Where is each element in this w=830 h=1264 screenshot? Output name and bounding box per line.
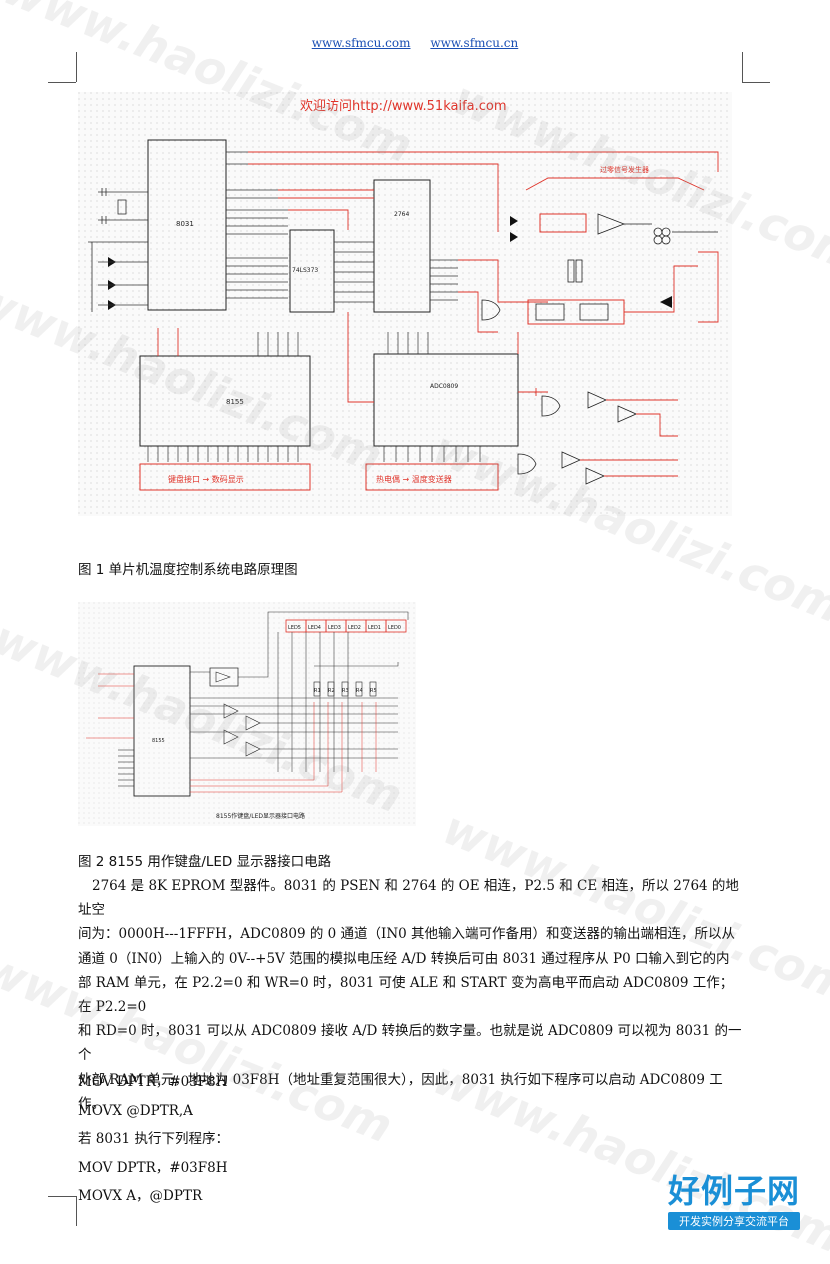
body-line: 间为：0000H---1FFFH，ADC0809 的 0 通道（IN0 其他输入…	[78, 926, 736, 943]
led-box-0	[385, 619, 407, 633]
code-line-5: MOVX A，@DPTR	[78, 1188, 203, 1205]
chip-adc0809-label: ADC0809	[430, 383, 458, 390]
chip-8031	[147, 139, 227, 311]
logo-subtitle: 开发实例分享交流平台	[667, 1212, 800, 1230]
resistor-label-5: R5	[370, 688, 377, 694]
keyboard-display-label: 键盘接口 → 数码显示	[168, 474, 244, 484]
code-line-2: MOVX @DPTR,A	[78, 1102, 193, 1119]
chip-74ls373	[289, 229, 335, 313]
chip-8155-label: 8155	[226, 398, 244, 406]
led-label-3: LED3	[328, 625, 341, 631]
site-logo[interactable]: 好例子网 开发实例分享交流平台	[667, 1166, 800, 1230]
led-label-1: LED1	[368, 625, 381, 631]
figure-2-circuit: LED5 LED4 LED3 LED2 LED1 LED0 8155	[78, 602, 416, 826]
body-paragraph: 2764 是 8K EPROM 型器件。8031 的 PSEN 和 2764 的…	[78, 874, 742, 1116]
code-line-3: 若 8031 执行下列程序：	[78, 1131, 229, 1148]
chip-adc0809	[373, 353, 519, 447]
resistor-label-4: R4	[356, 688, 363, 694]
figure-2-caption: 图 2 8155 用作键盘/LED 显示器接口电路	[78, 854, 332, 870]
crop-mark-top-right	[742, 82, 770, 83]
body-line: 通道 0（IN0）上输入的 0V--+5V 范围的模拟电压经 A/D 转换后可由…	[78, 950, 730, 967]
fig2-chip-8155	[133, 665, 191, 797]
code-line-1: MOV DPTR，#03F8H	[78, 1074, 228, 1090]
crop-mark-top-left-v	[76, 52, 77, 82]
crop-mark-top-left	[48, 82, 76, 83]
zero-cross-block	[539, 213, 587, 233]
keyboard-display-box	[139, 463, 311, 491]
figure-1-banner: 欢迎访问http://www.51kaifa.com	[300, 99, 507, 114]
resistor-label-2: R2	[328, 688, 335, 694]
figure-1-circuit: 欢迎访问http://www.51kaifa.com 8031	[78, 92, 732, 516]
chip-2764	[373, 179, 431, 313]
body-line: 和 RD=0 时，8031 可以从 ADC0809 接收 A/D 转换后的数字量…	[78, 1023, 742, 1064]
chip-8155	[139, 355, 311, 447]
fig2-chip-8155-label: 8155	[152, 738, 165, 744]
header-link-sfmcu-cn[interactable]: www.sfmcu.cn	[430, 36, 519, 50]
chip-74ls373-label: 74LS373	[292, 267, 318, 274]
fig2-footer-label: 8155作键盘/LED显示器接口电路	[216, 812, 305, 820]
zero-cross-label: 过零信号发生器	[600, 165, 649, 174]
body-line: 2764 是 8K EPROM 型器件。8031 的 PSEN 和 2764 的…	[78, 878, 739, 919]
header-link-sfmcu-com[interactable]: www.sfmcu.com	[311, 36, 411, 50]
crop-mark-top-right-v	[742, 52, 743, 82]
led-row: LED5 LED4 LED3 LED2 LED1 LED0	[285, 619, 407, 633]
body-line: 作。	[78, 1095, 105, 1112]
led-label-0: LED0	[388, 625, 401, 631]
figure-1-caption: 图 1 单片机温度控制系统电路原理图	[78, 562, 298, 578]
figure-1-svg: 欢迎访问http://www.51kaifa.com 8031	[78, 92, 732, 516]
led-label-5: LED5	[288, 625, 301, 631]
sensor-transmitter-label: 热电偶 → 温度变送器	[376, 474, 452, 484]
crop-mark-bottom-left	[48, 1196, 76, 1197]
led-label-2: LED2	[348, 625, 361, 631]
chip-2764-label: 2764	[394, 211, 409, 218]
figure-2-svg: LED5 LED4 LED3 LED2 LED1 LED0 8155	[78, 602, 416, 826]
led-label-4: LED4	[308, 625, 321, 631]
header-links: www.sfmcu.com www.sfmcu.cn	[0, 36, 830, 50]
code-block: MOV DPTR，#03F8H MOVX @DPTR,A 若 8031 执行下列…	[78, 1068, 229, 1211]
body-line: 部 RAM 单元，在 P2.2=0 和 WR=0 时，8031 可使 ALE 和…	[78, 974, 734, 1016]
logo-title: 好例子网	[667, 1172, 800, 1210]
crop-mark-bottom-left-v	[76, 1196, 77, 1226]
chip-8031-label: 8031	[176, 220, 194, 228]
body-line: 外部 RAM 单元，地址为 03F8H（地址重复范围很大），因此，8031 执行…	[78, 1071, 723, 1088]
resistor-label-3: R3	[342, 688, 349, 694]
sensor-transmitter-box	[365, 463, 499, 491]
resistor-label-1: R1	[314, 688, 321, 694]
code-line-4: MOV DPTR，#03F8H	[78, 1159, 228, 1176]
